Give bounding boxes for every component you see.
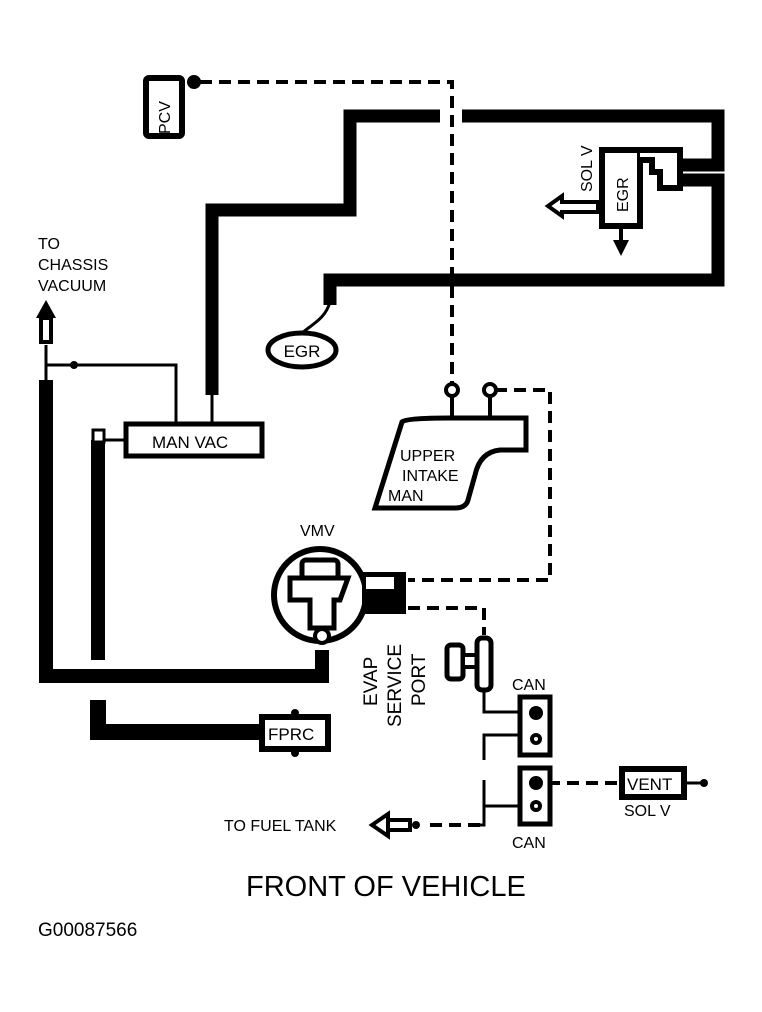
- egr-solenoid-valve[interactable]: EGR SOL V: [544, 145, 683, 256]
- dash-pcv-to-intake: [200, 80, 454, 385]
- hose-to-egr-oval: [298, 301, 332, 337]
- evap-line-1: EVAP: [361, 657, 382, 706]
- figure-id: G00087566: [38, 920, 137, 941]
- chassis-line-1: TO: [38, 236, 60, 253]
- vent-cap: [700, 779, 708, 787]
- pcv-valve[interactable]: PCV: [143, 75, 201, 139]
- hose-chassis-tee: [44, 345, 178, 422]
- canister-top[interactable]: CAN: [512, 677, 553, 758]
- diagram-title: FRONT OF VEHICLE: [246, 871, 526, 903]
- pcv-label: PCV: [157, 101, 174, 134]
- can-top-label: CAN: [512, 677, 546, 694]
- egr-sol-v-label: SOL V: [579, 145, 596, 192]
- vapor-management-valve[interactable]: VMV: [271, 523, 406, 645]
- egr-sol-box-label: EGR: [615, 177, 632, 212]
- fuel-tank-label: TO FUEL TANK: [224, 818, 337, 835]
- egr-label: EGR: [284, 342, 321, 361]
- vent-solenoid-valve[interactable]: VENT SOL V: [619, 766, 687, 820]
- arrow-left-fuel-icon: [368, 810, 420, 840]
- fuel-pressure-regulator-control[interactable]: FPRC: [259, 709, 331, 757]
- vmv-label: VMV: [300, 523, 335, 540]
- man-vac-label: MAN VAC: [152, 433, 228, 452]
- hose-egr-return: [323, 173, 725, 305]
- vent-sol-v-label: SOL V: [624, 803, 671, 820]
- intake-line-2: INTAKE: [402, 468, 459, 485]
- intake-line-1: UPPER: [400, 448, 455, 465]
- line-evap-to-can: [472, 690, 520, 827]
- hose-chassis-to-vmv: [39, 380, 329, 683]
- dash-intake-to-vmv: [408, 388, 552, 582]
- dash-vmv-to-evap: [408, 606, 486, 635]
- chassis-line-2: CHASSIS: [38, 257, 108, 274]
- tee-fitting: [70, 361, 78, 369]
- fprc-label: FPRC: [268, 725, 314, 744]
- can-bottom-label: CAN: [512, 835, 546, 852]
- arrow-left-icon: [544, 192, 600, 220]
- hose-manvac-small: [104, 395, 214, 442]
- evap-service-port[interactable]: EVAP SERVICE PORT: [361, 635, 494, 727]
- intake-port-2: [482, 382, 498, 398]
- manifold-vacuum-block[interactable]: MAN VAC: [123, 421, 265, 459]
- hose-egr-loop: [462, 109, 725, 172]
- chassis-line-3: VACUUM: [38, 278, 106, 295]
- canister-bottom[interactable]: CAN: [512, 765, 553, 852]
- intake-port-1: [444, 382, 460, 398]
- arrow-up-icon: [36, 300, 56, 344]
- vent-label: VENT: [627, 775, 672, 794]
- hose-manvac-to-egr: [205, 109, 440, 395]
- egr-valve[interactable]: EGR: [265, 330, 339, 370]
- evap-line-3: PORT: [409, 653, 430, 706]
- upper-intake-manifold[interactable]: UPPER INTAKE MAN: [371, 382, 529, 511]
- intake-line-3: MAN: [388, 488, 424, 505]
- hose-fprc: [90, 700, 262, 740]
- evap-line-2: SERVICE: [385, 644, 406, 727]
- port-fitting: [91, 428, 106, 444]
